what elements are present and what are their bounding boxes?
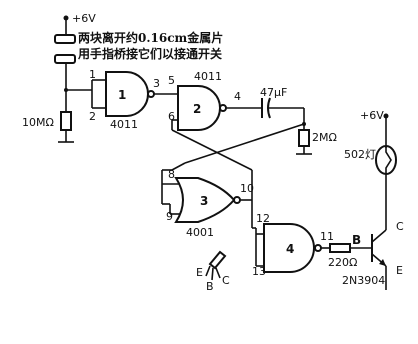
resistor-220-label: 220Ω [328,256,357,269]
gate-4-number: 4 [286,242,294,256]
resistor-10m-label: 10MΩ [22,116,54,129]
resistor-2m-label: 2MΩ [312,131,337,144]
pinout-b-label: B [206,280,214,293]
note-line-1: 两块离开约0.16cm金属片 [78,30,223,45]
metal-plate-bottom [54,54,76,64]
note-line-2: 用手指桥接它们以接通开关 [77,46,222,61]
gate-3-pin-9: 9 [166,210,173,223]
lamp-label: 502灯 [344,148,376,161]
supply-label-right: +6V [360,109,384,122]
transistor-emitter-arrow [379,259,386,266]
transistor-pinout-sketch [208,250,227,270]
gate-3-part: 4001 [186,226,214,239]
gate-1-pin-2: 2 [89,110,96,123]
metal-plate-top [54,34,76,44]
gate-3-nor [174,177,236,223]
supply-label-left: +6V [72,12,96,25]
base-label: B [352,233,361,247]
resistor-2m [298,129,310,147]
gate-2-pin-6: 6 [168,110,175,123]
gate-1-bubble [147,90,155,98]
gate-4-nand [263,223,315,273]
gate-2-part: 4011 [194,70,222,83]
gate-3-number: 3 [200,194,208,208]
gate-3-pin-8: 8 [168,168,175,181]
gate-1-part: 4011 [110,118,138,131]
collector-label: C [396,220,404,233]
gate-2-number: 2 [193,102,201,116]
lamp-filament [385,146,392,174]
pinout-c-label: C [222,274,230,287]
gate-2-pin-4: 4 [234,90,241,103]
gate-2-bubble [219,104,227,112]
gate-4-pin-12: 12 [256,212,270,225]
gate-4-pin-13: 13 [252,265,266,278]
transistor-part: 2N3904 [342,274,385,287]
gate-2-pin-5: 5 [168,74,175,87]
gate-3-pin-10: 10 [240,182,254,195]
emitter-label: E [396,264,403,277]
gate-1-number: 1 [118,88,126,102]
gate-1-pin-3: 3 [153,77,160,90]
transistor-collector-lead [371,229,387,243]
resistor-10m [60,111,72,131]
gate-4-bubble [314,244,322,252]
gate-1-pin-1: 1 [89,68,96,81]
gate-3-bubble [233,196,241,204]
gate-4-pin-11: 11 [320,230,334,243]
capacitor-label: 47μF [260,86,287,99]
pinout-e-label: E [196,266,203,279]
gate-1-nand [105,71,149,117]
resistor-220 [329,243,351,253]
